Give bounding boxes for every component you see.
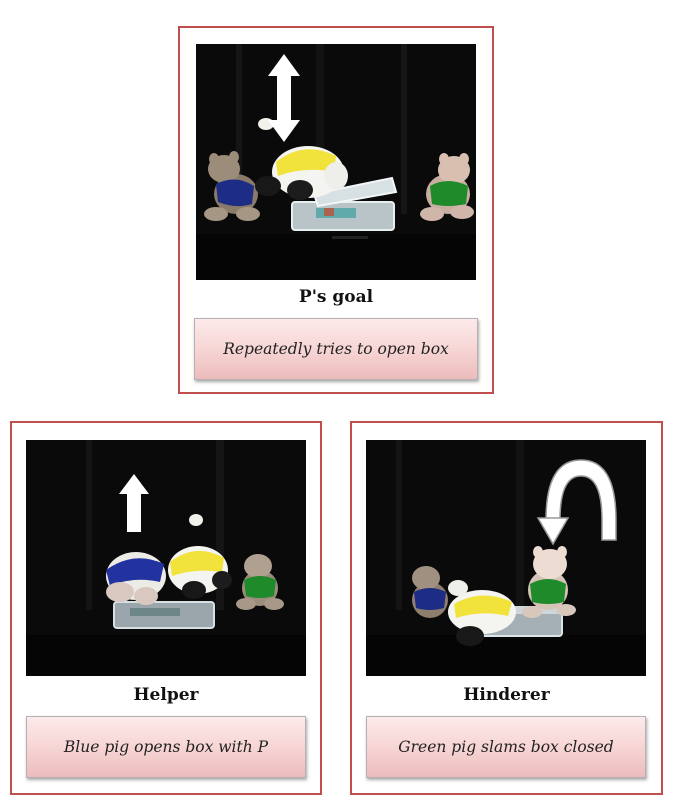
goal-title: P's goal — [298, 287, 374, 307]
p-protagonist-toy — [448, 580, 516, 646]
curved-down-arrow-icon — [536, 459, 617, 546]
plastic-box — [113, 601, 215, 629]
blue-pig-toy — [204, 151, 260, 221]
goal-photo — [196, 44, 476, 280]
goal-caption: Repeatedly tries to open box — [194, 318, 478, 380]
blue-pig-toy — [412, 566, 448, 618]
hinderer-caption: Green pig slams box closed — [366, 716, 646, 778]
helper-title: Helper — [133, 685, 199, 705]
hinderer-scene — [366, 440, 646, 676]
goal-panel: P's goal Repeatedly tries to open box — [178, 26, 494, 394]
double-headed-vertical-arrow-icon — [268, 54, 300, 142]
up-arrow-icon — [119, 474, 149, 532]
green-pig-hinderer-toy — [522, 546, 576, 618]
p-protagonist-toy — [255, 118, 348, 200]
helper-photo — [26, 440, 306, 676]
helper-caption: Blue pig opens box with P — [26, 716, 306, 778]
hinderer-panel: Hinderer Green pig slams box closed — [350, 421, 663, 795]
goal-scene — [196, 44, 476, 280]
green-pig-toy — [236, 554, 284, 610]
green-pig-toy — [420, 153, 474, 221]
helper-panel: Helper Blue pig opens box with P — [10, 421, 322, 795]
p-protagonist-toy — [168, 514, 232, 599]
hinderer-photo — [366, 440, 646, 676]
plastic-box — [291, 176, 398, 239]
helper-scene — [26, 440, 306, 676]
hinderer-title: Hinderer — [463, 685, 550, 705]
blue-pig-helper-toy — [106, 552, 166, 605]
